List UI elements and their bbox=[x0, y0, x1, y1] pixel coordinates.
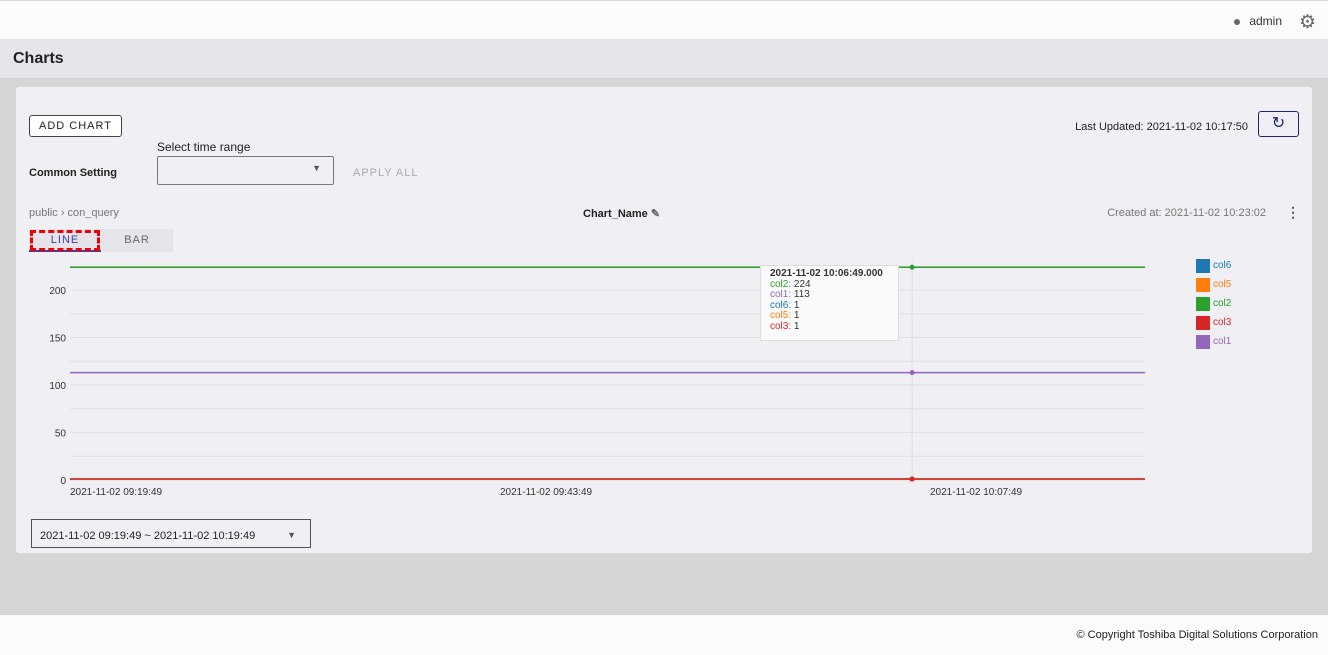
hover-point-col2 bbox=[909, 264, 915, 270]
user-menu[interactable]: ● admin bbox=[1233, 13, 1282, 29]
add-chart-button[interactable]: ADD CHART bbox=[29, 115, 122, 137]
legend-swatch bbox=[1196, 277, 1210, 292]
y-tick-label: 150 bbox=[49, 334, 66, 345]
y-tick-label: 100 bbox=[49, 381, 66, 392]
legend-swatch bbox=[1196, 315, 1210, 330]
y-tick-label: 200 bbox=[49, 286, 66, 297]
dropdown-arrow-icon: ▼ bbox=[312, 163, 321, 173]
legend-label: col6 bbox=[1213, 260, 1232, 271]
tooltip-value: 1 bbox=[793, 310, 800, 321]
refresh-icon: ↻ bbox=[1271, 115, 1286, 132]
legend-item-col5[interactable]: col5 bbox=[1196, 275, 1231, 294]
legend-label: col2 bbox=[1213, 298, 1232, 309]
tooltip-series: col1 bbox=[770, 289, 789, 300]
chart-name-text: Chart_Name bbox=[583, 208, 648, 220]
tooltip-value: 1 bbox=[793, 299, 800, 311]
breadcrumb-query[interactable]: con_query bbox=[67, 207, 119, 219]
time-range-label: Select time range bbox=[157, 140, 251, 154]
username: admin bbox=[1249, 14, 1282, 28]
tooltip-value: 113 bbox=[793, 289, 810, 300]
legend-label: col5 bbox=[1213, 279, 1232, 290]
chart-type-tabs: LINE BAR bbox=[29, 229, 173, 252]
chart-card: ADD CHART Last Updated: 2021-11-02 10:17… bbox=[16, 87, 1312, 553]
tooltip-value: 224 bbox=[793, 278, 811, 290]
created-at: Created at: 2021-11-02 10:23:02 bbox=[1107, 207, 1266, 219]
chart-legend: col6 col5 col2 col3 col1 bbox=[1196, 256, 1231, 351]
legend-swatch bbox=[1196, 296, 1210, 311]
tooltip-row: col3: 1 bbox=[770, 320, 800, 332]
refresh-button[interactable]: ↻ bbox=[1258, 111, 1299, 137]
copyright: © Copyright Toshiba Digital Solutions Co… bbox=[1076, 629, 1318, 641]
legend-label: col3 bbox=[1213, 317, 1232, 328]
tooltip-series: col2 bbox=[770, 278, 789, 290]
y-tick-label: 50 bbox=[55, 429, 67, 440]
tooltip-row: col2: 224 bbox=[770, 278, 811, 290]
tooltip-row: col1: 113 bbox=[770, 289, 810, 300]
last-updated: Last Updated: 2021-11-02 10:17:50 bbox=[1075, 121, 1248, 133]
more-vert-icon[interactable]: ⋮ bbox=[1286, 204, 1300, 220]
range-value: 2021-11-02 09:19:49 ~ 2021-11-02 10:19:4… bbox=[40, 530, 256, 542]
dropdown-arrow-icon: ▼ bbox=[287, 530, 296, 540]
gear-icon[interactable]: ⚙ bbox=[1298, 12, 1316, 33]
tooltip-series: col6 bbox=[770, 299, 789, 311]
user-icon: ● bbox=[1232, 13, 1242, 29]
tab-line[interactable]: LINE bbox=[29, 229, 101, 252]
page-title: Charts bbox=[13, 50, 64, 67]
x-tick-label: 2021-11-02 09:43:49 bbox=[500, 487, 593, 498]
hover-point-col3 bbox=[909, 476, 915, 482]
footer: © Copyright Toshiba Digital Solutions Co… bbox=[0, 615, 1328, 655]
top-bar: ● admin ⚙ bbox=[0, 0, 1328, 39]
time-range-select[interactable]: ▼ bbox=[157, 156, 334, 185]
apply-all-button[interactable]: APPLY ALL bbox=[353, 167, 419, 179]
breadcrumb-schema[interactable]: public bbox=[29, 207, 58, 219]
chart-name: Chart_Name ✎ bbox=[583, 207, 660, 220]
legend-swatch bbox=[1196, 334, 1210, 349]
edit-icon[interactable]: ✎ bbox=[650, 208, 661, 220]
tooltip-value: 1 bbox=[793, 320, 800, 332]
legend-label: col1 bbox=[1213, 336, 1232, 347]
x-tick-label: 2021-11-02 10:07:49 bbox=[930, 487, 1023, 498]
breadcrumb: public › con_query bbox=[29, 207, 119, 219]
chevron-right-icon: › bbox=[60, 207, 65, 219]
tooltip-row: col5: 1 bbox=[770, 310, 800, 321]
common-setting-label: Common Setting bbox=[29, 167, 117, 179]
legend-item-col1[interactable]: col1 bbox=[1196, 332, 1231, 351]
hover-point-col1 bbox=[909, 370, 915, 376]
tooltip-series: col5 bbox=[770, 310, 789, 321]
legend-swatch bbox=[1196, 258, 1210, 273]
tab-bar[interactable]: BAR bbox=[124, 234, 150, 246]
tooltip-time: 2021-11-02 10:06:49.000 bbox=[770, 268, 883, 279]
title-bar: Charts bbox=[0, 39, 1328, 78]
tooltip-series: col3 bbox=[770, 320, 789, 332]
x-tick-label: 2021-11-02 09:19:49 bbox=[70, 487, 163, 498]
legend-item-col2[interactable]: col2 bbox=[1196, 294, 1231, 313]
legend-item-col3[interactable]: col3 bbox=[1196, 313, 1231, 332]
legend-item-col6[interactable]: col6 bbox=[1196, 256, 1231, 275]
y-tick-label: 0 bbox=[60, 476, 66, 487]
range-select[interactable]: 2021-11-02 09:19:49 ~ 2021-11-02 10:19:4… bbox=[31, 519, 311, 548]
tooltip-row: col6: 1 bbox=[770, 299, 800, 311]
